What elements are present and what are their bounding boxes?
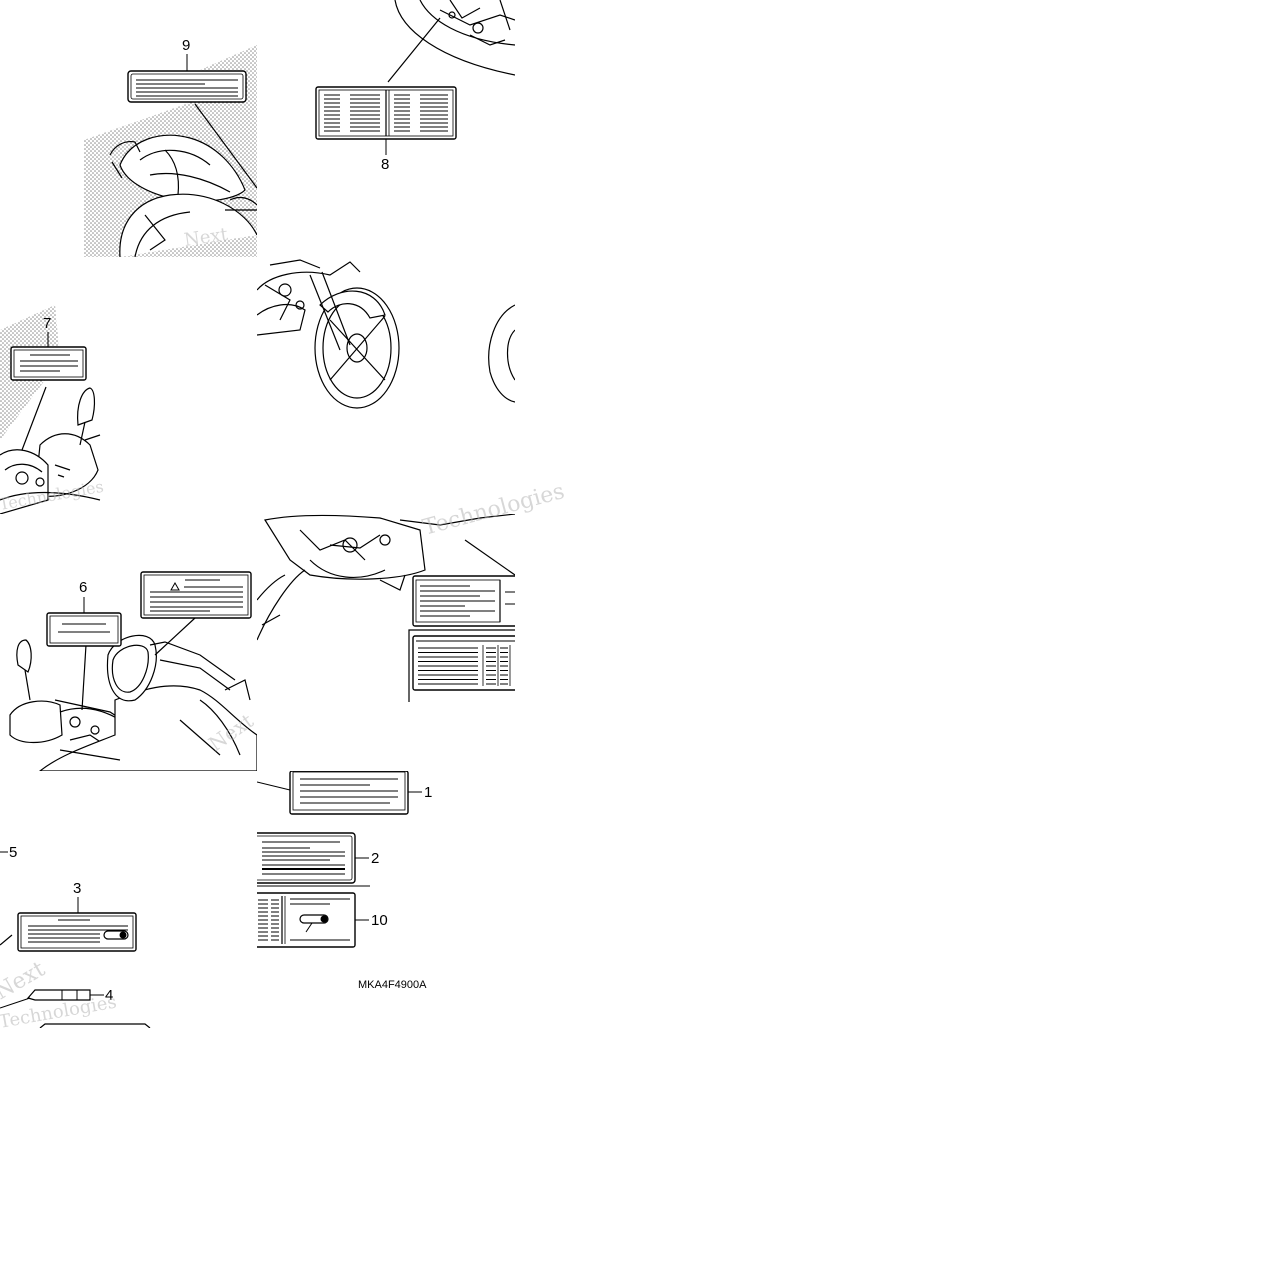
warning-triangle-icon xyxy=(170,581,180,591)
label-3 xyxy=(17,897,137,952)
callout-3: 3 xyxy=(73,880,81,897)
label-9 xyxy=(127,54,247,103)
label-7 xyxy=(10,332,87,381)
spec-labels xyxy=(408,575,515,702)
callout-2: 2 xyxy=(371,850,379,867)
tile-engine xyxy=(257,514,515,641)
watermark-text: Technologies xyxy=(420,479,567,541)
callout-7: 7 xyxy=(43,315,51,332)
callout-6: 6 xyxy=(79,579,87,596)
callout-8: 8 xyxy=(381,156,389,173)
label-4 xyxy=(0,989,104,1009)
warning-label xyxy=(140,571,252,619)
label-2 xyxy=(257,832,369,884)
tile-frame-label-8 xyxy=(387,0,515,83)
callout-10: 10 xyxy=(371,912,388,929)
callout-1: 1 xyxy=(424,784,432,801)
key-icon xyxy=(299,914,329,924)
callout-4: 4 xyxy=(105,987,113,1004)
tile-cockpit xyxy=(9,617,257,771)
tile-small-labels xyxy=(0,851,151,1028)
tile-front-wheel xyxy=(257,259,515,409)
label-6 xyxy=(46,597,122,647)
drawing-code: MKA4F4900A xyxy=(358,979,427,991)
tile-rear-seat xyxy=(84,45,257,257)
callout-5: 5 xyxy=(9,844,17,861)
label-8 xyxy=(315,86,457,155)
tile-labels-1-2-10 xyxy=(257,771,422,948)
key-icon xyxy=(103,930,129,940)
callout-9: 9 xyxy=(182,37,190,54)
label-1 xyxy=(257,771,422,815)
label-10 xyxy=(257,892,369,948)
